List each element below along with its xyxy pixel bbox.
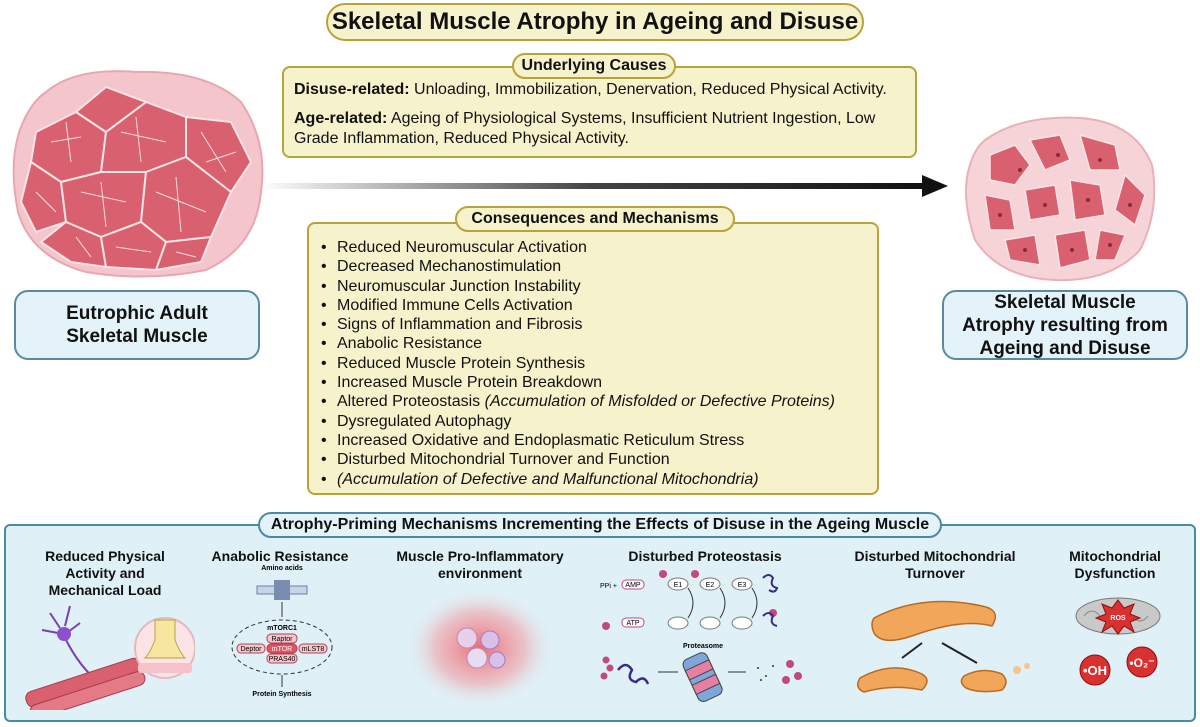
label-line: environment	[437, 565, 522, 581]
mitochondrion-icon	[871, 600, 997, 642]
disuse-causes: Disuse-related: Unloading, Immobilizatio…	[294, 80, 905, 100]
underlying-causes-heading: Underlying Causes	[512, 53, 676, 79]
ubiquitin-proteasome-illustration: PPi + AMP ATP E1 E2 E3 Proteasome	[600, 570, 802, 702]
label-line: Atrophy resulting from	[962, 314, 1168, 336]
label-line: Reduced Physical	[45, 548, 165, 564]
superoxide-label: •O₂⁻	[1129, 656, 1154, 670]
raptor-label: Raptor	[271, 636, 293, 643]
list-item: Dysregulated Autophagy	[319, 412, 867, 432]
mtorc1-label: mTORC1	[267, 625, 297, 632]
neuron-body-icon	[57, 627, 71, 641]
mechanism-proteostasis-label: Disturbed Proteostasis	[628, 548, 782, 564]
mechanism-physical-activity-label: Reduced Physical Activity and Mechanical…	[30, 548, 180, 599]
list-item: Neuromuscular Junction Instability	[319, 277, 867, 297]
mechanism-anabolic-resistance-label: Anabolic Resistance	[211, 548, 349, 564]
amp-label: AMP	[625, 582, 641, 589]
label-line: Dysfunction	[1074, 565, 1156, 581]
list-item: Increased Oxidative and Endoplasmatic Re…	[319, 431, 867, 451]
immune-cell-icon	[466, 647, 488, 669]
mechanism-mito-turnover-label: Disturbed Mitochondrial Turnover	[840, 548, 1030, 582]
immune-cell-icon	[488, 651, 506, 669]
proteasome-label: Proteasome	[683, 643, 723, 650]
mechanism-mito-dysfunction-label: Mitochondrial Dysfunction	[1050, 548, 1180, 582]
list-item: Reduced Muscle Protein Synthesis	[319, 354, 867, 374]
immune-cell-icon	[480, 630, 500, 650]
pras40-label: PRAS40	[269, 656, 296, 663]
consequences-list: Reduced Neuromuscular Activation Decreas…	[319, 238, 867, 489]
e1-label: E1	[674, 582, 683, 589]
list-item-italic: (Accumulation of Defective and Malfuncti…	[337, 470, 759, 488]
disuse-label: Disuse-related:	[294, 81, 410, 98]
label-line: Muscle Pro-Inflammatory	[396, 548, 564, 564]
mito-dysfunction-illustration: ROS •OH •O₂⁻	[1075, 597, 1161, 686]
age-label: Age-related:	[294, 110, 388, 127]
atrophy-priming-heading: Atrophy-Priming Mechanisms Incrementing …	[258, 512, 942, 538]
neuron-muscle-illustration	[25, 605, 195, 710]
label-line: Skeletal Muscle	[66, 326, 208, 347]
immune-cell-icon	[456, 627, 478, 649]
underlying-causes-box: Disuse-related: Unloading, Immobilizatio…	[282, 66, 917, 158]
label-line: Mechanical Load	[48, 582, 162, 598]
mlst8-label: mLST8	[302, 646, 325, 653]
atrophied-muscle-illustration	[965, 116, 1156, 282]
e3-label: E3	[738, 582, 747, 589]
ros-label: ROS	[1110, 615, 1126, 622]
list-item: Increased Muscle Protein Breakdown	[319, 373, 867, 393]
inflammation-illustration	[405, 590, 555, 708]
list-item-text: Altered Proteostasis	[337, 393, 485, 411]
label-line: Ageing and Disuse	[979, 337, 1151, 359]
list-item: Anabolic Resistance	[319, 334, 867, 354]
label-line: Activity and	[65, 565, 145, 581]
eutrophic-muscle-illustration	[12, 70, 264, 278]
mechanism-inflammatory-label: Muscle Pro-Inflammatory environment	[385, 548, 575, 582]
mtorc1-pathway-illustration: Amino acids mTORC1 Raptor Deptor mTOR mL…	[231, 565, 333, 698]
ros-burst-icon	[1094, 599, 1142, 635]
age-causes: Age-related: Ageing of Physiological Sys…	[294, 109, 905, 149]
progression-arrow	[258, 175, 948, 197]
mitochondrion-icon	[960, 669, 1007, 693]
mitochondria-fission-illustration	[857, 600, 1030, 693]
list-item: Signs of Inflammation and Fibrosis	[319, 315, 867, 335]
label-line: Mitochondrial	[1069, 548, 1161, 564]
list-item: Modified Immune Cells Activation	[319, 296, 867, 316]
mitochondrion-icon	[857, 667, 928, 693]
label-line: Skeletal Muscle	[994, 291, 1136, 313]
label-line: Eutrophic Adult	[66, 303, 208, 324]
hydroxyl-radical-label: •OH	[1083, 663, 1107, 678]
atp-label: ATP	[626, 620, 639, 627]
list-item: (Accumulation of Defective and Malfuncti…	[319, 470, 867, 490]
list-item: Disturbed Mitochondrial Turnover and Fun…	[319, 450, 867, 470]
label-line: Disturbed Mitochondrial	[854, 548, 1016, 564]
deptor-label: Deptor	[240, 646, 262, 653]
list-item: Reduced Neuromuscular Activation	[319, 238, 867, 258]
mtor-label: mTOR	[272, 646, 292, 653]
age-text: Ageing of Physiological Systems, Insuffi…	[294, 110, 876, 147]
amino-acids-label: Amino acids	[261, 565, 303, 572]
diagram-title: Skeletal Muscle Atrophy in Ageing and Di…	[326, 3, 864, 41]
list-item: Altered Proteostasis (Accumulation of Mi…	[319, 392, 867, 412]
list-item: Decreased Mechanostimulation	[319, 257, 867, 277]
protein-synthesis-label: Protein Synthesis	[252, 691, 311, 698]
disuse-text: Unloading, Immobilization, Denervation, …	[409, 81, 887, 98]
label-line: Turnover	[905, 565, 965, 581]
e2-label: E2	[706, 582, 715, 589]
consequences-heading: Consequences and Mechanisms	[455, 206, 735, 232]
ppi-label: PPi +	[600, 583, 617, 590]
list-item-italic: (Accumulation of Misfolded or Defective …	[484, 393, 835, 411]
consequences-box: Reduced Neuromuscular Activation Decreas…	[307, 222, 879, 495]
